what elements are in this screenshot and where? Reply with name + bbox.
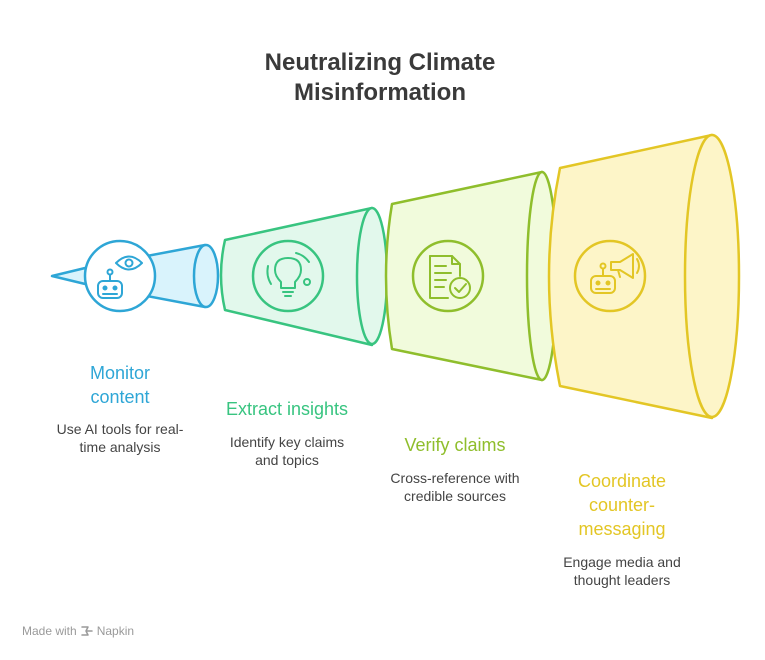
stage-1-heading: Monitor content — [89, 363, 151, 407]
stage-3-description: Cross-reference with credible sources — [390, 470, 520, 504]
document-check-icon — [429, 255, 471, 299]
robot-megaphone-icon — [590, 253, 640, 294]
stage-4-description: Engage media and thought leaders — [563, 554, 681, 588]
stage-1-cone — [50, 239, 220, 313]
napkin-logo-icon — [80, 626, 93, 636]
footer-made-with: Made with — [22, 624, 77, 638]
stage-4-heading: Coordinate counter- messaging — [577, 471, 667, 539]
stage-1-description: Use AI tools for real- time analysis — [56, 421, 184, 455]
robot-eye-icon — [97, 255, 143, 299]
footer-credit: Made with Napkin — [22, 624, 134, 638]
stage-4-cone — [547, 133, 741, 420]
diagram-title: Neutralizing Climate Misinformation — [264, 49, 496, 106]
footer-brand: Napkin — [96, 624, 135, 638]
stage-3-cone — [384, 170, 559, 382]
stage-2-heading: Extract insights — [225, 399, 349, 419]
stage-2-cone — [219, 206, 389, 347]
stage-3-heading: Verify claims — [404, 435, 506, 455]
lightbulb-icon — [266, 252, 311, 297]
stage-2-description: Identify key claims and topics — [229, 434, 345, 468]
